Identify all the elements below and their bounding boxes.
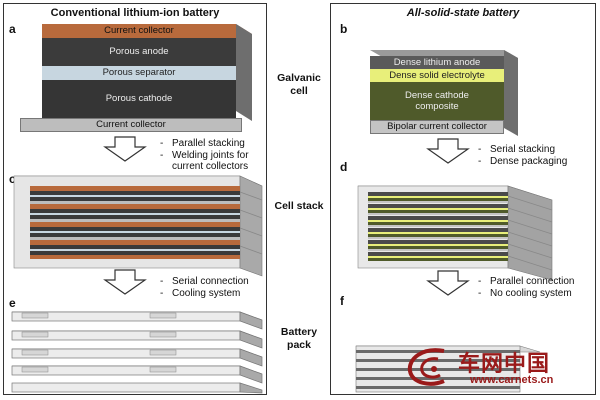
down-arrow-icon: [426, 270, 470, 296]
label-c: c: [9, 172, 16, 186]
cell-b-notes: Serial stacking Dense packaging: [478, 144, 588, 167]
layer-porous-anode: Porous anode: [42, 38, 236, 66]
layer-dense-solid-electrolyte: Dense solid electrolyte: [370, 69, 504, 82]
layer-current-collector-bottom: Current collector: [20, 118, 242, 132]
left-panel-title: Conventional lithium-ion battery: [50, 7, 220, 19]
note-welding-joints: Welding joints for current collectors: [160, 150, 272, 173]
layer-dense-lithium-anode: Dense lithium anode: [370, 56, 504, 69]
note-serial-stacking: Serial stacking: [478, 144, 588, 156]
watermark-brand: 车网中国: [458, 351, 551, 376]
layer-bipolar-current-collector: Bipolar current collector: [370, 120, 504, 134]
cell-a-right-face: [236, 24, 252, 121]
layer-dense-cathode-composite: Dense cathode composite: [370, 82, 504, 120]
note-cooling-system: Cooling system: [160, 288, 270, 300]
carnets-logo-icon: [407, 348, 445, 386]
label-f: f: [340, 294, 344, 308]
layer-current-collector-top: Current collector: [42, 24, 236, 38]
down-arrow-icon: [426, 138, 470, 164]
watermark-url: www.carnets.cn: [470, 374, 554, 386]
label-galvanic-cell: Galvanic cell: [277, 72, 321, 97]
label-e: e: [9, 296, 16, 310]
right-panel-title: All-solid-state battery: [406, 7, 520, 19]
cell-a-notes: Parallel stacking Welding joints for cur…: [160, 138, 272, 173]
note-parallel-connection: Parallel connection: [478, 276, 594, 288]
layer-porous-separator: Porous separator: [42, 66, 236, 80]
note-dense-packaging: Dense packaging: [478, 156, 588, 168]
note-serial-connection: Serial connection: [160, 276, 270, 288]
stack-c-notes: Serial connection Cooling system: [160, 276, 270, 299]
note-no-cooling-system: No cooling system: [478, 288, 594, 300]
label-battery-pack: Battery pack: [280, 326, 318, 351]
label-cell-stack: Cell stack: [274, 200, 324, 212]
down-arrow-icon: [103, 269, 147, 295]
down-arrow-icon: [103, 136, 147, 162]
stack-d-notes: Parallel connection No cooling system: [478, 276, 594, 299]
label-a: a: [9, 22, 16, 36]
note-parallel-stacking: Parallel stacking: [160, 138, 272, 150]
label-d: d: [340, 160, 348, 174]
layer-porous-cathode: Porous cathode: [42, 80, 236, 118]
label-b: b: [340, 22, 348, 36]
